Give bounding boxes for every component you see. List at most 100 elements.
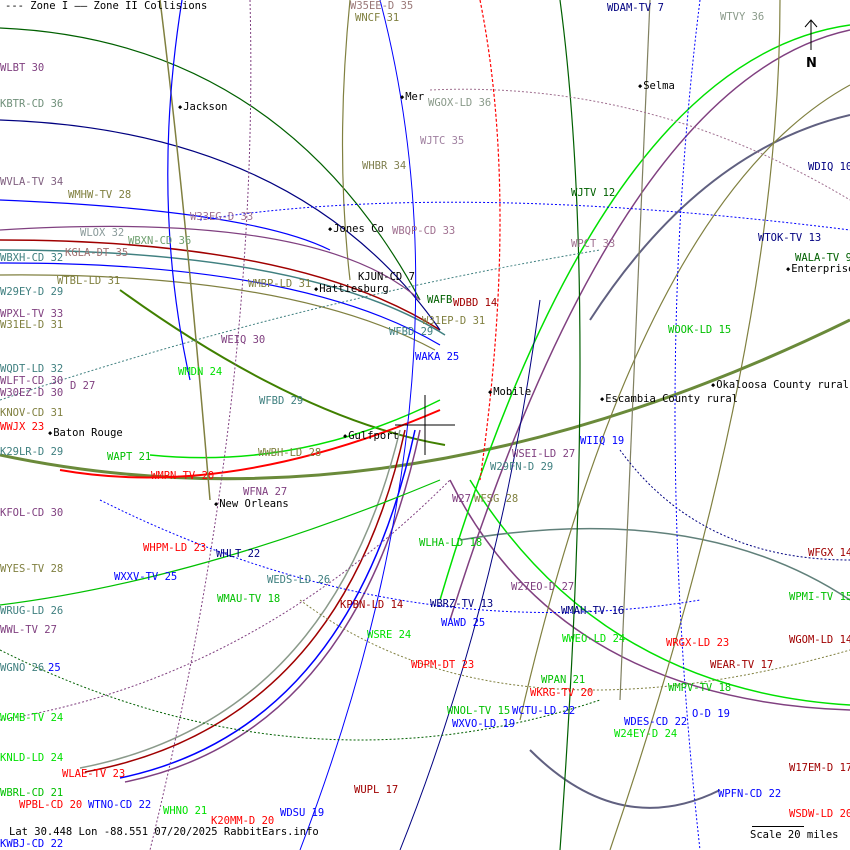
station-label[interactable]: WUPL 17 <box>354 784 399 796</box>
station-label[interactable]: W17EM-D 17 <box>789 762 850 774</box>
station-label[interactable]: WPMI-TV 15 <box>789 591 850 603</box>
station-label[interactable]: WRGX-LD 23 <box>666 637 730 649</box>
station-label[interactable]: WSEI-LD 27 <box>512 448 576 460</box>
station-label[interactable]: WFSG 28 <box>474 493 519 505</box>
station-label[interactable]: WSRE 24 <box>367 629 412 641</box>
station-label[interactable]: KNLD-LD 24 <box>0 752 64 764</box>
station-label[interactable]: WMAH-TV 16 <box>561 605 625 617</box>
station-label[interactable]: WTVY 36 <box>720 11 765 23</box>
station-label[interactable]: WRUG-LD 26 <box>0 605 64 617</box>
station-label[interactable]: D 27 <box>70 380 96 392</box>
station-label[interactable]: WEAR-TV 17 <box>710 659 774 671</box>
station-label[interactable]: WBRZ-TV 13 <box>430 598 494 610</box>
station-label[interactable]: K29LR-D 29 <box>0 446 64 458</box>
station-label[interactable]: WBQP-CD 33 <box>392 225 456 237</box>
station-label[interactable]: WAKA 25 <box>415 351 460 363</box>
station-label[interactable]: WEDS-LD 26 <box>267 574 331 586</box>
station-label[interactable]: WHPM-LD 23 <box>143 542 207 554</box>
station-label[interactable]: WSDW-LD 20 <box>789 808 850 820</box>
station-label[interactable]: WFNA 27 <box>243 486 288 498</box>
station-label[interactable]: WLAE-TV 23 <box>62 768 126 780</box>
station-label[interactable]: WDSU 19 <box>280 807 325 819</box>
station-label[interactable]: WWJX 23 <box>0 421 45 433</box>
station-label[interactable]: WAPT 21 <box>107 451 152 463</box>
station-label[interactable]: WNOL-TV 15 <box>447 705 511 717</box>
station-label[interactable]: WMHW-TV 28 <box>68 189 132 201</box>
station-label[interactable]: W33EG-D 33 <box>190 211 254 223</box>
station-label[interactable]: WLFT-CD 30 <box>0 375 64 387</box>
station-label[interactable]: WHLT 22 <box>216 548 261 560</box>
station-label[interactable]: W31EP-D 31 <box>422 315 486 327</box>
station-label[interactable]: WQDT-LD 32 <box>0 363 64 375</box>
station-label[interactable]: WMPN-TV 20 <box>151 470 215 482</box>
station-label[interactable]: WMAU-TV 18 <box>217 593 281 605</box>
station-label[interactable]: WYES-TV 28 <box>0 563 64 575</box>
station-label[interactable]: WXXV-TV 25 <box>114 571 178 583</box>
station-label[interactable]: WPAN 21 <box>541 674 586 686</box>
station-label[interactable]: O-D 19 <box>692 708 730 720</box>
station-label[interactable]: WWL-TV 27 <box>0 624 57 636</box>
station-label[interactable]: WFBD 29 <box>389 326 434 338</box>
station-label[interactable]: WVLA-TV 34 <box>0 176 64 188</box>
station-label[interactable]: KGLA-DT 35 <box>65 247 129 259</box>
station-label[interactable]: WDIQ 10 <box>808 161 850 173</box>
station-label[interactable]: WAFB <box>427 294 453 306</box>
station-label[interactable]: WGNO 26 <box>0 662 45 674</box>
station-label[interactable]: WGOX-LD 36 <box>428 97 492 109</box>
station-label[interactable]: W27 <box>452 493 471 505</box>
station-label[interactable]: KJUN-CD 7 <box>358 271 415 283</box>
station-label[interactable]: WPCT 33 <box>571 238 616 250</box>
station-label[interactable]: WPFN-CD 22 <box>718 788 782 800</box>
station-label[interactable]: WHBR 34 <box>362 160 407 172</box>
station-label[interactable]: WALA-TV 9 <box>795 252 850 264</box>
station-label[interactable]: W31EL-D 31 <box>0 319 64 331</box>
station-label[interactable]: WOOK-LD 15 <box>668 324 732 336</box>
station-label[interactable]: WLHA-LD 18 <box>419 537 483 549</box>
station-label[interactable]: KPBN-LD 14 <box>340 599 404 611</box>
station-label[interactable]: WXVO-LD 19 <box>452 718 516 730</box>
station-label[interactable]: KFOL-CD 30 <box>0 507 64 519</box>
station-label[interactable]: WGMB-TV 24 <box>0 712 64 724</box>
station-label[interactable]: W29FN-D 29 <box>490 461 554 473</box>
station-label[interactable]: WMDN 24 <box>178 366 223 378</box>
station-label[interactable]: W24EY-D 24 <box>614 728 678 740</box>
station-label[interactable]: WTOK-TV 13 <box>758 232 822 244</box>
station-label[interactable]: W35EE-D 35 <box>350 0 414 12</box>
station-label[interactable]: W27EO-D 27 <box>511 581 575 593</box>
station-label[interactable]: WMBP-LD 31 <box>248 278 312 290</box>
station-label[interactable]: WJTV 12 <box>571 187 616 199</box>
station-label[interactable]: WMPV-TV 18 <box>668 682 732 694</box>
station-label[interactable]: WIIQ 19 <box>580 435 625 447</box>
station-label[interactable]: WPBL-CD 20 <box>19 799 83 811</box>
station-label[interactable]: WLBT 30 <box>0 62 45 74</box>
station-label[interactable]: WDBD 14 <box>453 297 498 309</box>
station-label[interactable]: WPXL-TV 33 <box>0 308 64 320</box>
station-label[interactable]: WWBH-LD 28 <box>258 447 322 459</box>
station-label[interactable]: WWEO-LD 24 <box>562 633 626 645</box>
station-label[interactable]: KBTR-CD 36 <box>0 98 64 110</box>
station-label[interactable]: 25 <box>48 662 61 674</box>
station-label[interactable]: K20MM-D 20 <box>211 815 275 827</box>
station-label[interactable]: WBXH-CD 32 <box>0 252 64 264</box>
station-label[interactable]: KNOV-CD 31 <box>0 407 64 419</box>
station-label[interactable]: WBRL-CD 21 <box>0 787 64 799</box>
station-label[interactable]: WFGX 14 <box>808 547 850 559</box>
station-label[interactable]: WEIQ 30 <box>221 334 266 346</box>
station-label[interactable]: WJTC 35 <box>420 135 465 147</box>
station-label[interactable]: W29EY-D 29 <box>0 286 64 298</box>
station-label[interactable]: WTNO-CD 22 <box>88 799 152 811</box>
station-label[interactable]: WDAM-TV 7 <box>607 2 664 14</box>
station-label[interactable]: WKRG-TV 20 <box>530 687 594 699</box>
station-label[interactable]: KWBJ-CD 22 <box>0 838 64 850</box>
station-label[interactable]: WDES-CD 22 <box>624 716 688 728</box>
station-label[interactable]: WCTU-LD 22 <box>512 705 576 717</box>
station-label[interactable]: WDPM-DT 23 <box>411 659 475 671</box>
station-label[interactable]: WAWD 25 <box>441 617 486 629</box>
station-label[interactable]: WFBD 29 <box>259 395 304 407</box>
station-label[interactable]: WBXN-CD 36 <box>128 235 192 247</box>
station-label[interactable]: WGOM-LD 14 <box>789 634 850 646</box>
station-label[interactable]: WNCF 31 <box>355 12 400 24</box>
station-label[interactable]: WHNO 21 <box>163 805 208 817</box>
station-label[interactable]: W30EZ-D 30 <box>0 387 64 399</box>
